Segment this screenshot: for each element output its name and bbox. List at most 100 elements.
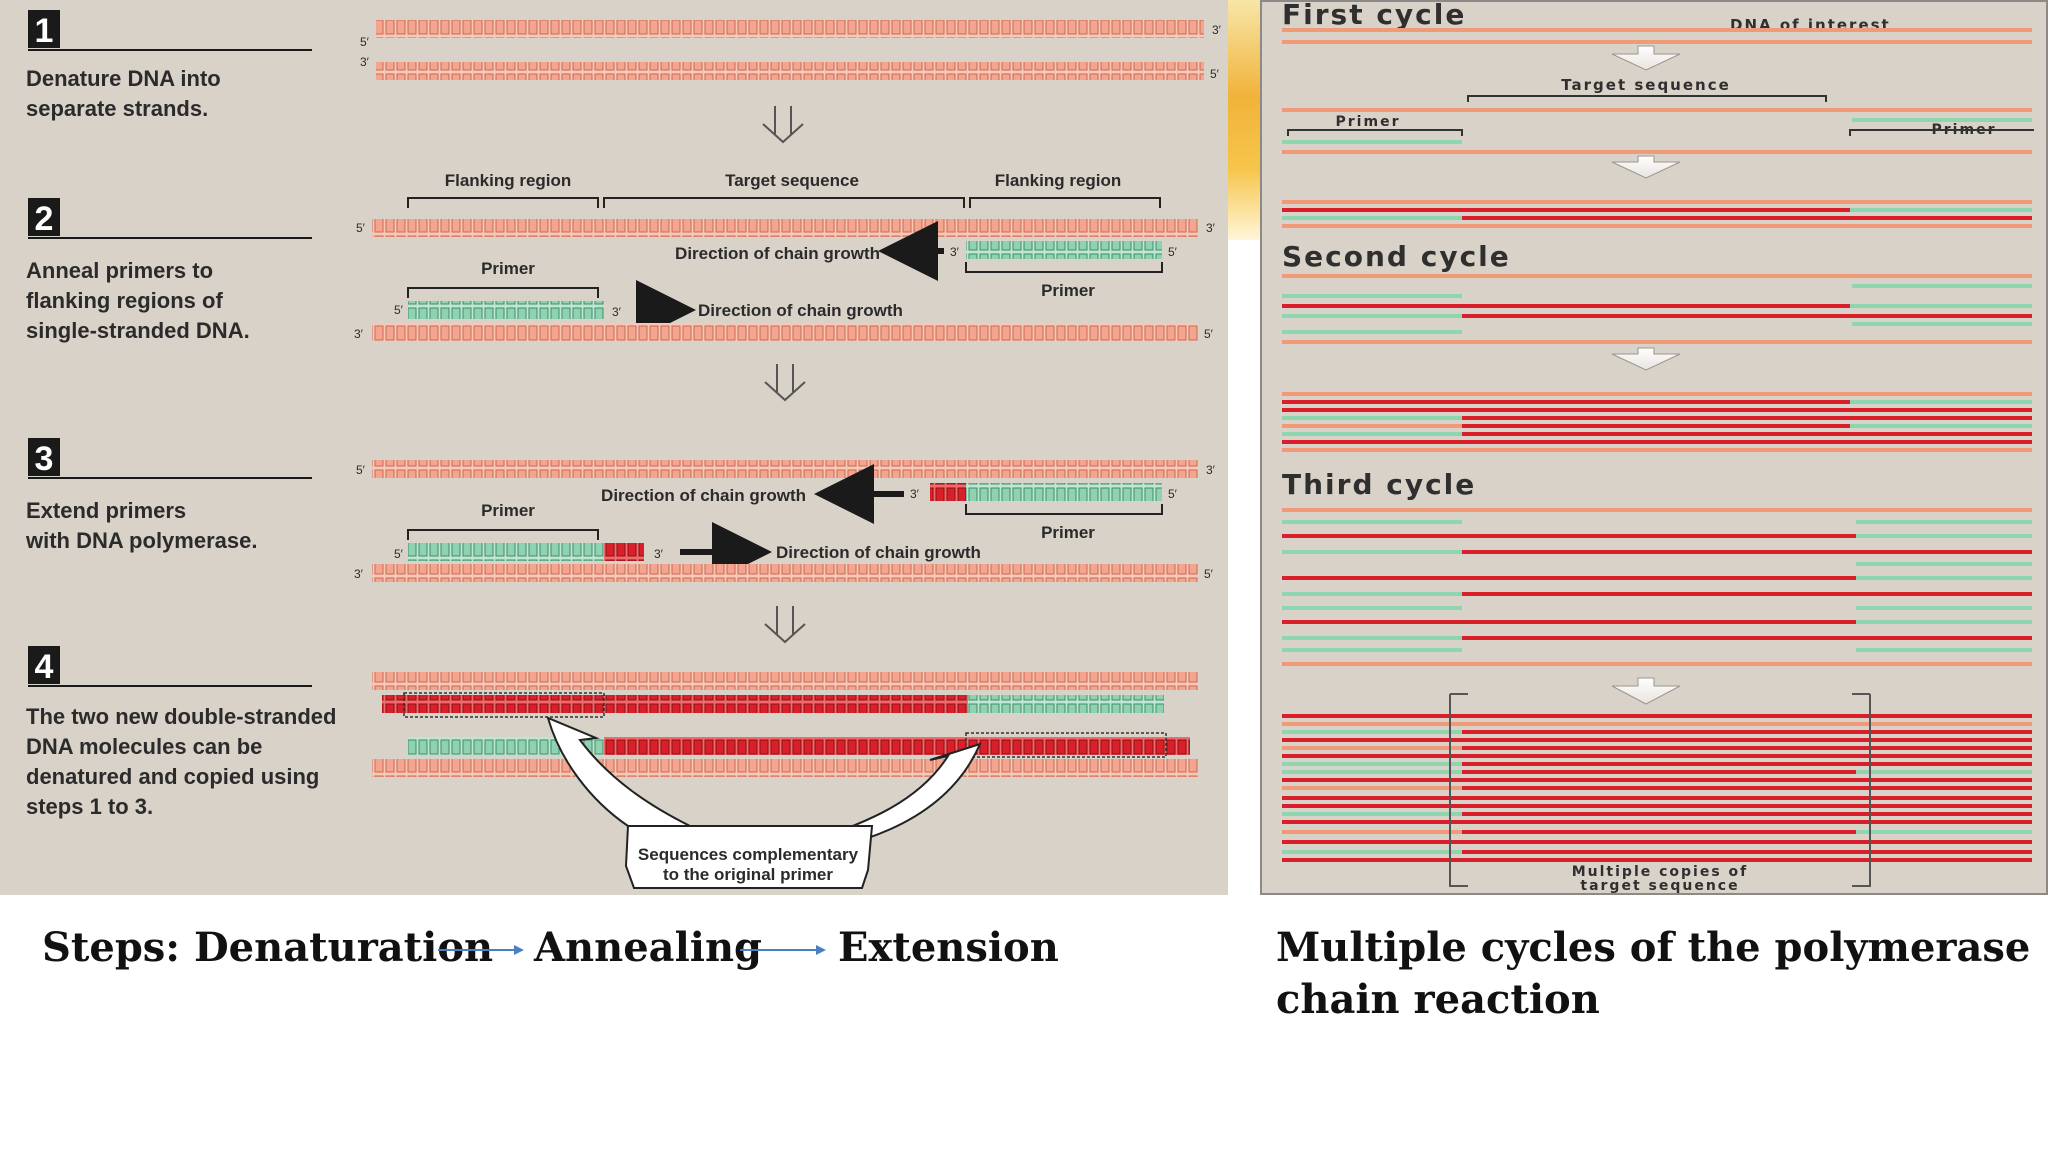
dna-strand-bottom bbox=[376, 62, 1204, 80]
step-text-line: DNA molecules can be bbox=[26, 734, 262, 759]
complementary-box bbox=[965, 732, 1167, 758]
step-text-line: steps 1 to 3. bbox=[26, 794, 153, 819]
second-cycle-strands bbox=[1282, 274, 2032, 344]
step-number-badge bbox=[28, 646, 60, 684]
cycles-caption-line2: chain reaction bbox=[1276, 976, 1600, 1023]
end-label: 3′ bbox=[360, 55, 370, 69]
primer-segment bbox=[968, 695, 1164, 713]
direction-label: Direction of chain growth bbox=[698, 301, 903, 320]
third-cycle-strands bbox=[1282, 508, 2032, 666]
primer-label: Primer bbox=[1041, 523, 1095, 542]
direction-label: Direction of chain growth bbox=[776, 543, 981, 562]
end-label: 5′ bbox=[1168, 487, 1178, 501]
step-number: 1 bbox=[35, 12, 54, 50]
down-arrow-icon bbox=[1611, 155, 1681, 179]
primer-left bbox=[408, 543, 604, 561]
down-arrow-icon bbox=[762, 106, 804, 144]
multiple-copies-label: target sequence bbox=[1580, 878, 1739, 893]
step-number-badge bbox=[28, 10, 60, 48]
new-dna-strand bbox=[604, 737, 1190, 755]
dna-strand-bottom bbox=[372, 323, 1198, 341]
target-sequence-label: Target sequence bbox=[1561, 76, 1731, 94]
end-label: 5′ bbox=[1204, 567, 1214, 581]
primer-left bbox=[408, 301, 604, 319]
primer-label: Primer bbox=[481, 501, 535, 520]
step-4-diagram: Sequences complementary to the original … bbox=[372, 672, 1198, 889]
third-cycle-heading: Third cycle bbox=[1282, 468, 1476, 501]
step-number-badge bbox=[28, 198, 60, 236]
final-strands bbox=[1282, 714, 2032, 862]
end-label: 3′ bbox=[612, 305, 622, 319]
step-text-line: Extend primers bbox=[26, 498, 186, 523]
primer-segment bbox=[408, 737, 604, 755]
arrow-icon bbox=[740, 945, 826, 955]
primer-label: Primer bbox=[481, 259, 535, 278]
step-text-line: denatured and copied using bbox=[26, 764, 319, 789]
end-label: 3′ bbox=[950, 245, 960, 259]
step-1-strands: 5′ 3′ 3′ 5′ bbox=[360, 20, 1222, 81]
target-sequence-label: Target sequence bbox=[725, 171, 859, 190]
down-arrow-icon bbox=[1611, 347, 1681, 371]
complementary-label: Sequences complementary bbox=[638, 845, 859, 864]
down-arrow-icon bbox=[764, 606, 806, 644]
step-text-line: single-stranded DNA. bbox=[26, 318, 250, 343]
primer-right bbox=[966, 483, 1162, 501]
down-arrow-icon bbox=[764, 364, 806, 402]
end-label: 3′ bbox=[654, 547, 664, 561]
primer-label-left: Primer bbox=[1336, 114, 1401, 130]
step-text-line: separate strands. bbox=[26, 96, 208, 121]
steps-caption: Steps: Denaturation bbox=[42, 922, 493, 974]
end-label: 5′ bbox=[1210, 67, 1220, 81]
after-first-cycle-strands bbox=[1282, 200, 2032, 228]
end-label: 3′ bbox=[354, 327, 364, 341]
step-text-line: with DNA polymerase. bbox=[25, 528, 257, 553]
step-number: 2 bbox=[35, 200, 54, 238]
dna-strand-bottom bbox=[372, 564, 1198, 582]
end-label: 3′ bbox=[354, 567, 364, 581]
down-arrow-icon bbox=[1611, 45, 1681, 71]
step-3-diagram: 5′ 3′ 3′ 5′ Direction of chain growth Pr… bbox=[354, 460, 1216, 582]
complementary-box bbox=[403, 692, 605, 718]
step-number: 4 bbox=[35, 648, 54, 686]
step-text-line: Anneal primers to bbox=[26, 258, 213, 283]
end-label: 5′ bbox=[394, 547, 404, 561]
direction-label: Direction of chain growth bbox=[601, 486, 806, 505]
dna-strand-top bbox=[372, 219, 1198, 237]
end-label: 5′ bbox=[356, 221, 366, 235]
new-dna-strand bbox=[382, 695, 968, 713]
primer-right bbox=[966, 241, 1162, 259]
after-second-cycle-strands bbox=[1282, 392, 2032, 452]
multiple-copies-label: Multiple copies of bbox=[1572, 864, 1749, 880]
end-label: 5′ bbox=[1204, 327, 1214, 341]
new-strand-segment bbox=[930, 483, 966, 501]
step-2-diagram: Flanking region Target sequence Flanking… bbox=[354, 171, 1216, 341]
step-1: 1 Denature DNA into separate strands. bbox=[26, 10, 312, 121]
end-label: 5′ bbox=[1168, 245, 1178, 259]
direction-label: Direction of chain growth bbox=[675, 244, 880, 263]
end-label: 5′ bbox=[360, 35, 370, 49]
steps-label: Steps: Denaturation bbox=[42, 924, 494, 971]
cycles-caption-line1: Multiple cycles of the polymerase bbox=[1276, 924, 2031, 971]
flanking-region-label: Flanking region bbox=[445, 171, 572, 190]
callout-box bbox=[624, 825, 874, 889]
first-cycle-heading: First cycle bbox=[1282, 2, 1466, 31]
dna-strand-top bbox=[376, 20, 1204, 38]
pcr-cycles-diagram: First cycle DNA of interest Target seque… bbox=[1260, 0, 2048, 895]
first-cycle-strands bbox=[1282, 28, 2032, 44]
step-4: 4 The two new double-stranded DNA molecu… bbox=[26, 646, 336, 819]
step-2: 2 Anneal primers to flanking regions of … bbox=[26, 198, 312, 343]
end-label: 5′ bbox=[394, 303, 404, 317]
end-label: 5′ bbox=[356, 463, 366, 477]
end-label: 3′ bbox=[1206, 463, 1216, 477]
step-number-badge bbox=[28, 438, 60, 476]
end-label: 3′ bbox=[1212, 23, 1222, 37]
new-strand-segment bbox=[604, 543, 644, 561]
dna-strand bbox=[372, 759, 1198, 777]
end-label: 3′ bbox=[910, 487, 920, 501]
dna-strand-top bbox=[372, 460, 1198, 478]
extension-label: Extension bbox=[838, 924, 1059, 971]
down-arrow-icon bbox=[1611, 677, 1681, 705]
complementary-label: to the original primer bbox=[663, 865, 833, 884]
primer-label: Primer bbox=[1041, 281, 1095, 300]
pcr-steps-diagram: 1 Denature DNA into separate strands. 2 … bbox=[0, 0, 1228, 895]
